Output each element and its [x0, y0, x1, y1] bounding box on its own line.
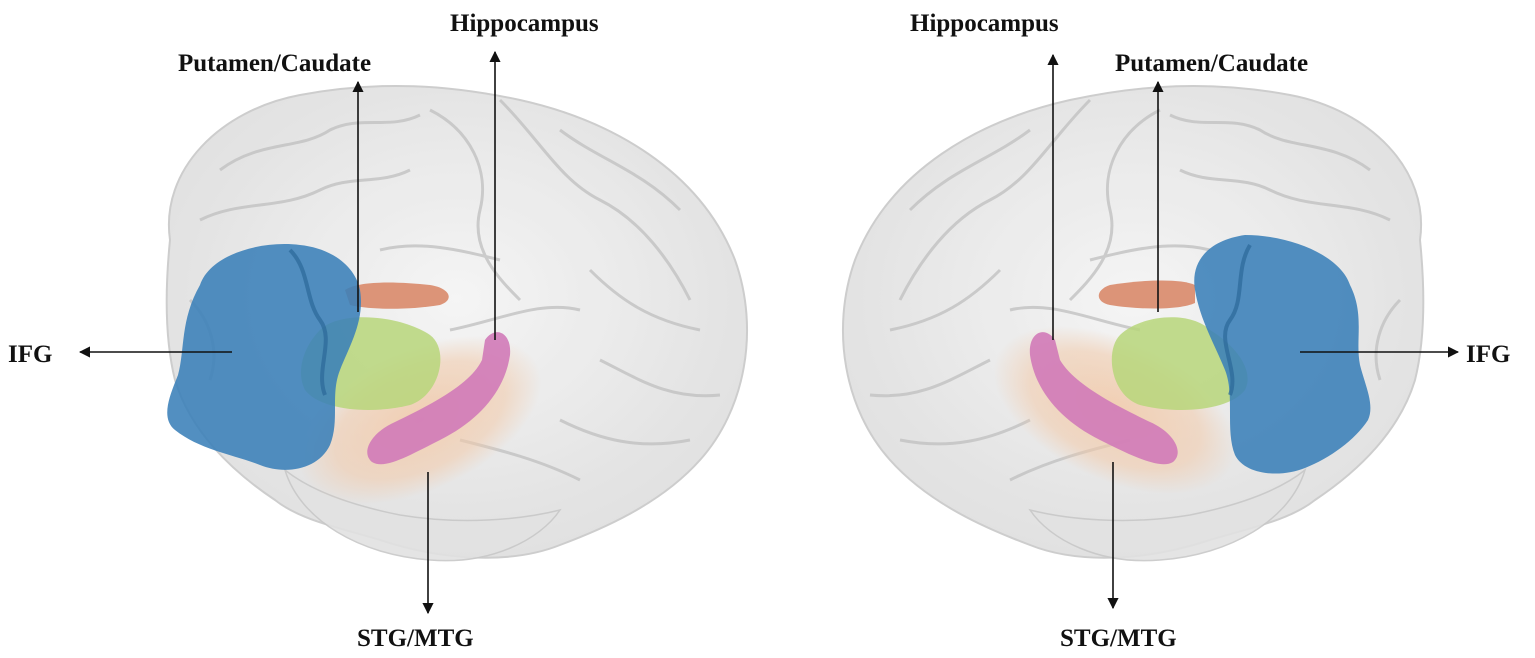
- left-putamen-caudate-label: Putamen/Caudate: [178, 50, 371, 77]
- left-stg-mtg-label: STG/MTG: [357, 625, 474, 652]
- right-ifg-texture: [1223, 243, 1252, 396]
- right-stg-mtg-label: STG/MTG: [1060, 625, 1177, 652]
- right-hemisphere: [841, 84, 1425, 562]
- left-ifg-texture: [288, 248, 328, 396]
- right-putamen-caudate-region: [1098, 280, 1195, 309]
- left-hippocampus-label: Hippocampus: [450, 10, 599, 37]
- left-hemisphere: [165, 84, 749, 562]
- left-temporal-lobe: [283, 467, 562, 562]
- left-arrows: [78, 50, 501, 615]
- right-hippocampus-region: [1029, 332, 1178, 465]
- right-arrows: [1047, 53, 1460, 610]
- right-temporal-lobe: [1028, 467, 1307, 562]
- left-ifg-label: IFG: [8, 341, 52, 368]
- left-putamen-caudate-region: [345, 282, 449, 309]
- right-ifg-label: IFG: [1466, 341, 1510, 368]
- left-hippocampus-region: [367, 332, 511, 465]
- right-putamen-caudate-label: Putamen/Caudate: [1115, 50, 1308, 77]
- right-hippocampus-label: Hippocampus: [910, 10, 1059, 37]
